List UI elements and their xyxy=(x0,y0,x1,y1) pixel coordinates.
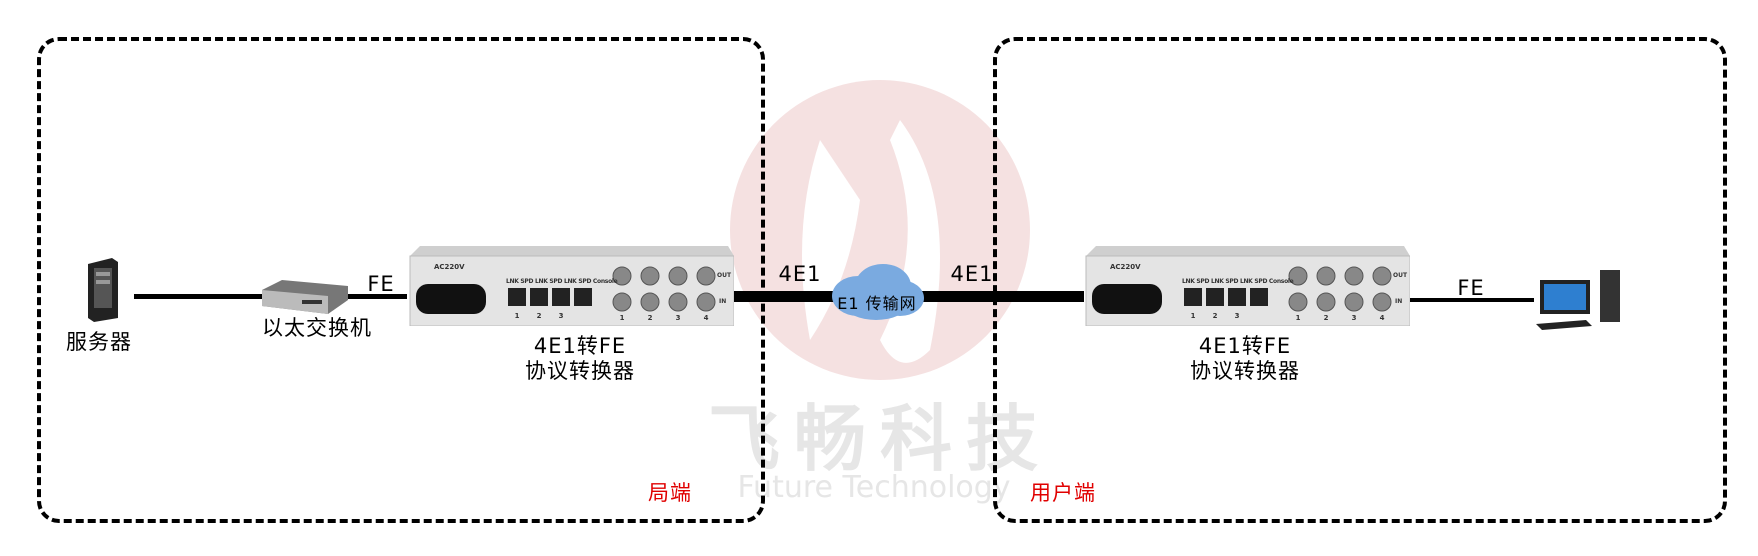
eth-port-number: 1 xyxy=(1190,312,1196,320)
device-right-label-1: 4E1转FE xyxy=(1198,334,1292,358)
e1-port-number: 1 xyxy=(1295,314,1301,322)
out-label: OUT xyxy=(1393,272,1408,279)
in-label: IN xyxy=(719,298,727,305)
fe-label-right: FE xyxy=(1457,276,1485,300)
e1-port-number: 4 xyxy=(703,314,709,322)
watermark-en: Future Technology xyxy=(737,470,1011,505)
e1-port-number: 2 xyxy=(647,314,653,322)
port-labels: LNK SPD LNK SPD LNK SPD Console xyxy=(1182,278,1294,285)
eth-port-number: 3 xyxy=(1234,312,1240,320)
e1-port-number: 2 xyxy=(1323,314,1329,322)
cloud-icon xyxy=(832,264,924,320)
switch-label: 以太交换机 xyxy=(262,316,372,340)
fe-label-left: FE xyxy=(367,272,395,296)
device-pc-link xyxy=(1409,298,1534,302)
e1-port-number: 3 xyxy=(1351,314,1357,322)
switch-device-link xyxy=(347,294,407,299)
left-site-label: 局端 xyxy=(648,481,692,505)
port-labels: LNK SPD LNK SPD LNK SPD Console xyxy=(506,278,618,285)
server-icon xyxy=(88,258,118,322)
eth-port-number: 1 xyxy=(514,312,520,320)
eth-port-number: 3 xyxy=(558,312,564,320)
in-label: IN xyxy=(1395,298,1403,305)
device-left-label-2: 协议转换器 xyxy=(525,359,635,383)
out-label: OUT xyxy=(717,272,732,279)
logo-watermark xyxy=(730,80,1030,380)
pc-icon xyxy=(1536,270,1620,330)
cloud-label: E1 传输网 xyxy=(837,294,917,313)
power-label: AC220V xyxy=(434,263,465,271)
server-switch-link xyxy=(134,294,264,299)
right-site-label: 用户端 xyxy=(1030,481,1096,505)
e1-port-number: 4 xyxy=(1379,314,1385,322)
protocol-converter-left: AC220V LNK SPD LNK SPD LNK SPD Console O… xyxy=(406,246,734,326)
e1-port-number: 1 xyxy=(619,314,625,322)
e1-label-left: 4E1 xyxy=(778,262,822,286)
protocol-converter-right: AC220V LNK SPD LNK SPD LNK SPD Console O… xyxy=(1082,246,1410,326)
ethernet-switch-icon xyxy=(262,280,348,314)
eth-port-number: 2 xyxy=(536,312,542,320)
device-right-label-2: 协议转换器 xyxy=(1190,359,1300,383)
right-site-boundary xyxy=(993,37,1727,523)
eth-port-number: 2 xyxy=(1212,312,1218,320)
e1-label-right: 4E1 xyxy=(950,262,994,286)
e1-port-number: 3 xyxy=(675,314,681,322)
left-site-boundary xyxy=(37,37,765,523)
device-left-label-1: 4E1转FE xyxy=(533,334,627,358)
power-label: AC220V xyxy=(1110,263,1141,271)
server-label: 服务器 xyxy=(66,330,132,354)
